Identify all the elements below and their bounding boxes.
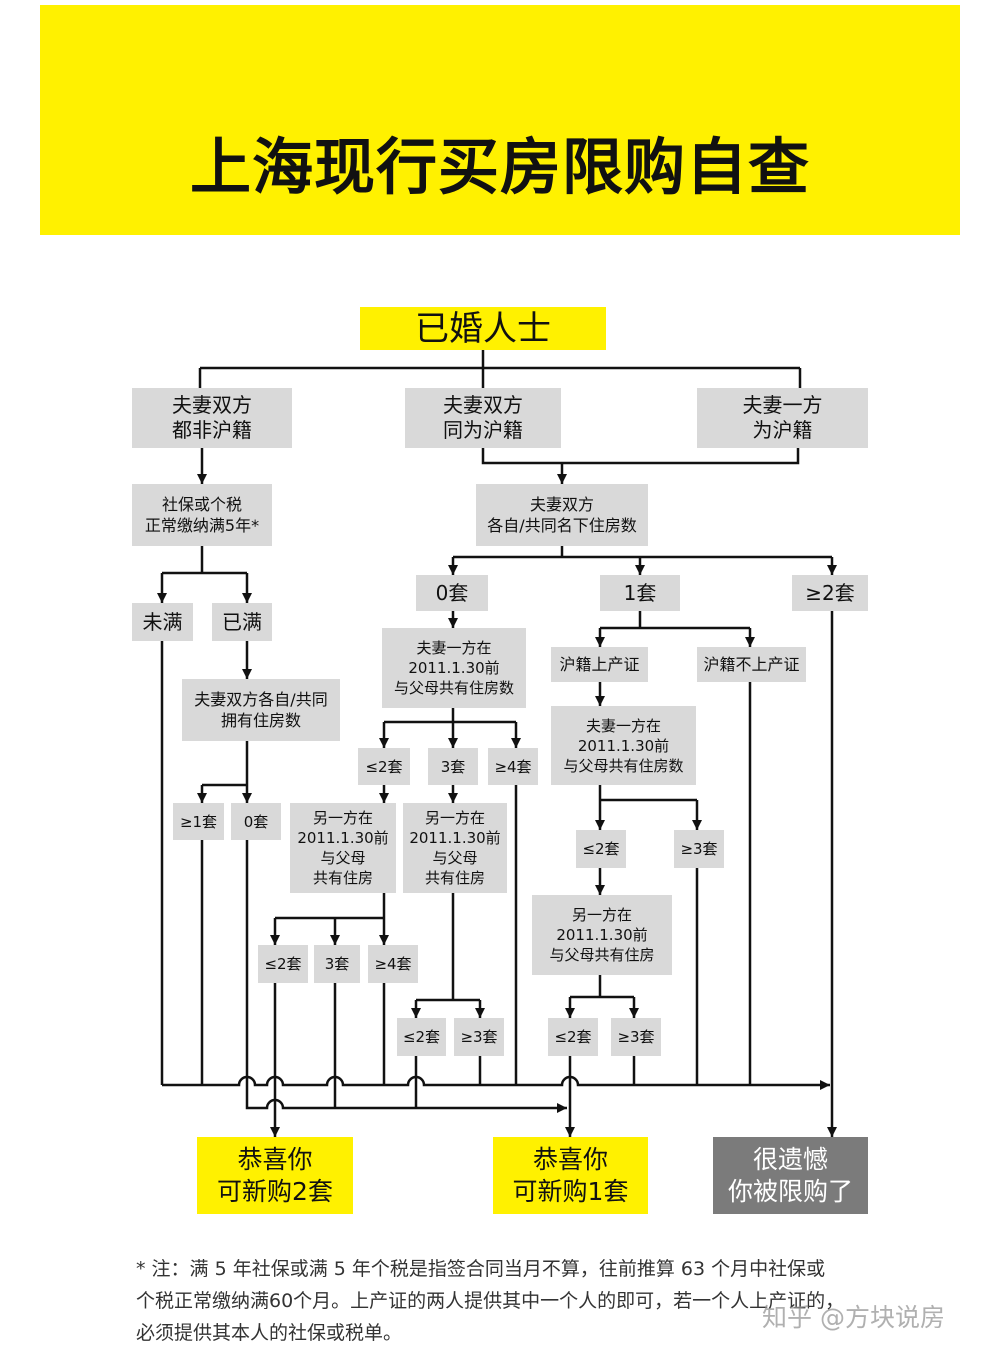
node-one-parent-ge3: ≥3套 — [674, 830, 724, 868]
page-title: 上海现行买房限购自查 — [189, 132, 810, 203]
footnote-line: * 注：满 5 年社保或满 5 年个税是指签合同当月不算，往前推算 63 个月中… — [136, 1258, 826, 1280]
node-one-le2-other: 另一方在 2011.1.30前 与父母共有住房 — [532, 895, 672, 975]
node-one-local-on-deed: 沪籍上产证 — [551, 647, 648, 682]
node-zero-parent-le2: ≤2套 — [358, 748, 410, 785]
node-one-le2-other-ge3: ≥3套 — [611, 1018, 661, 1056]
node-zero-le2-other-3: 3套 — [314, 945, 360, 983]
footnote-line: 个税正常缴纳满60个月。上产证的两人提供其中一个人的即可，若一个人上产证的， — [136, 1290, 845, 1312]
node-zero-3-other: 另一方在 2011.1.30前 与父母 共有住房 — [403, 803, 507, 893]
node-registered-homes: 夫妻双方 各自/共同名下住房数 — [476, 484, 648, 546]
node-homes-zero: 0套 — [416, 575, 488, 611]
node-nonlocal-one-plus: ≥1套 — [173, 803, 224, 840]
result-restricted: 很遗憾 你被限购了 — [713, 1137, 868, 1214]
node-social-security: 社保或个税 正常缴纳满5年* — [132, 484, 272, 546]
connector-lines — [160, 350, 832, 1108]
footnote-line: 必须提供其本人的社保或税单。 — [136, 1322, 403, 1344]
node-zero-le2-other-ge4: ≥4套 — [368, 945, 418, 983]
title-banner — [40, 5, 960, 235]
node-nonlocal-homes: 夫妻双方各自/共同 拥有住房数 — [182, 679, 340, 741]
watermark: 知乎 @方块说房 — [762, 1303, 945, 1332]
connector-arrows — [157, 448, 837, 1137]
node-homes-two-plus: ≥2套 — [792, 575, 868, 611]
node-homes-one: 1套 — [600, 575, 680, 611]
node-zero-parent-3: 3套 — [428, 748, 478, 785]
node-both-local: 夫妻双方 同为沪籍 — [405, 388, 561, 448]
root-node: 已婚人士 — [360, 307, 606, 350]
node-ss-not-met: 未满 — [132, 603, 193, 641]
node-one-parent-homes: 夫妻一方在 2011.1.30前 与父母共有住房数 — [551, 706, 696, 785]
node-one-local-not-on-deed: 沪籍不上产证 — [697, 647, 806, 682]
node-one-local: 夫妻一方 为沪籍 — [697, 388, 868, 448]
node-one-parent-le2: ≤2套 — [576, 830, 626, 868]
node-zero-parent-ge4: ≥4套 — [488, 748, 538, 785]
node-zero-parent-homes: 夫妻一方在 2011.1.30前 与父母共有住房数 — [382, 628, 526, 708]
result-can-buy-one: 恭喜你 可新购1套 — [493, 1137, 648, 1214]
node-nonlocal-zero: 0套 — [231, 803, 281, 840]
node-zero-3-other-ge3: ≥3套 — [454, 1018, 504, 1056]
restricted-bus-arrow — [162, 1075, 830, 1090]
node-ss-met: 已满 — [212, 603, 272, 641]
node-zero-le2-other: 另一方在 2011.1.30前 与父母 共有住房 — [290, 803, 396, 893]
node-zero-le2-other-le2: ≤2套 — [258, 945, 308, 983]
result-can-buy-two: 恭喜你 可新购2套 — [197, 1137, 353, 1214]
footnote: * 注：满 5 年社保或满 5 年个税是指签合同当月不算，往前推算 63 个月中… — [136, 1253, 916, 1349]
node-both-nonlocal: 夫妻双方 都非沪籍 — [132, 388, 292, 448]
connector — [481, 448, 800, 465]
node-one-le2-other-le2: ≤2套 — [548, 1018, 598, 1056]
node-zero-3-other-le2: ≤2套 — [397, 1018, 446, 1056]
